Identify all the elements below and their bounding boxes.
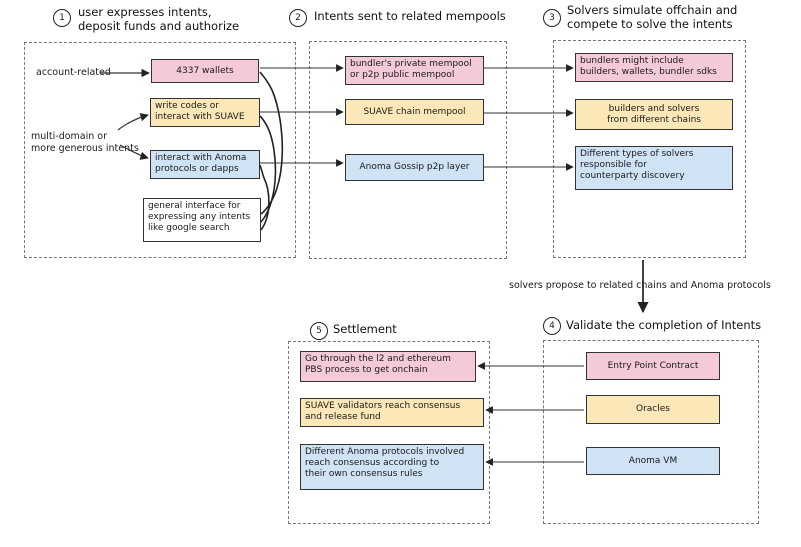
step-2-number: 2 bbox=[289, 9, 307, 27]
label-account-related: account-related bbox=[36, 67, 111, 78]
arrow-multi-to-anoma bbox=[119, 144, 149, 160]
box-anoma-consensus: Different Anoma protocols involved reach… bbox=[300, 444, 484, 490]
step-2-title: Intents sent to related mempools bbox=[314, 9, 506, 23]
panel-mempools bbox=[309, 41, 507, 259]
curve-general-to-anoma bbox=[259, 164, 270, 231]
box-interact-anoma: interact with Anoma protocols or dapps bbox=[150, 150, 260, 179]
step-1-title: user expresses intents, deposit funds an… bbox=[78, 5, 240, 33]
curve-general-to-wallets bbox=[259, 71, 284, 215]
label-multi-domain: multi-domain or more generous intents bbox=[31, 131, 139, 154]
box-bundler-mempool: bundler's private mempool or p2p public … bbox=[345, 56, 484, 85]
curve-general-to-suave bbox=[259, 115, 277, 223]
box-general-interface: general interface for expressing any int… bbox=[143, 198, 261, 242]
panel-validation bbox=[543, 340, 759, 524]
box-suave-validators: SUAVE validators reach consensus and rel… bbox=[300, 398, 484, 427]
step-3-number: 3 bbox=[543, 9, 561, 27]
box-anoma-vm: Anoma VM bbox=[586, 447, 720, 475]
panel-solvers bbox=[553, 40, 746, 258]
panel-user-intents bbox=[24, 42, 296, 258]
box-write-codes-suave: write codes or interact with SUAVE bbox=[150, 98, 260, 127]
panel-settlement bbox=[288, 341, 490, 524]
box-4337-wallets: 4337 wallets bbox=[151, 59, 259, 83]
box-oracles: Oracles bbox=[586, 395, 720, 424]
step-4-title: Validate the completion of Intents bbox=[566, 318, 762, 332]
step-5-number: 5 bbox=[310, 322, 328, 340]
step-4-number: 4 bbox=[543, 317, 561, 335]
box-l2-ethereum-pbs: Go through the l2 and ethereum PBS proce… bbox=[300, 351, 476, 382]
step-5-title: Settlement bbox=[333, 322, 397, 336]
box-bundlers-include: bundlers might include builders, wallets… bbox=[575, 53, 733, 82]
box-entry-point-contract: Entry Point Contract bbox=[586, 352, 720, 380]
step-3-title: Solvers simulate offchain and compete to… bbox=[567, 3, 738, 31]
box-different-solvers: Different types of solvers responsible f… bbox=[575, 146, 733, 190]
box-suave-chain-mempool: SUAVE chain mempool bbox=[345, 99, 484, 125]
arrow-multi-to-suave bbox=[117, 113, 149, 131]
box-anoma-gossip: Anoma Gossip p2p layer bbox=[345, 154, 484, 181]
step-1-number: 1 bbox=[53, 9, 71, 27]
box-builders-solvers: builders and solvers from different chai… bbox=[575, 99, 733, 130]
label-solvers-propose: solvers propose to related chains and An… bbox=[507, 280, 773, 292]
